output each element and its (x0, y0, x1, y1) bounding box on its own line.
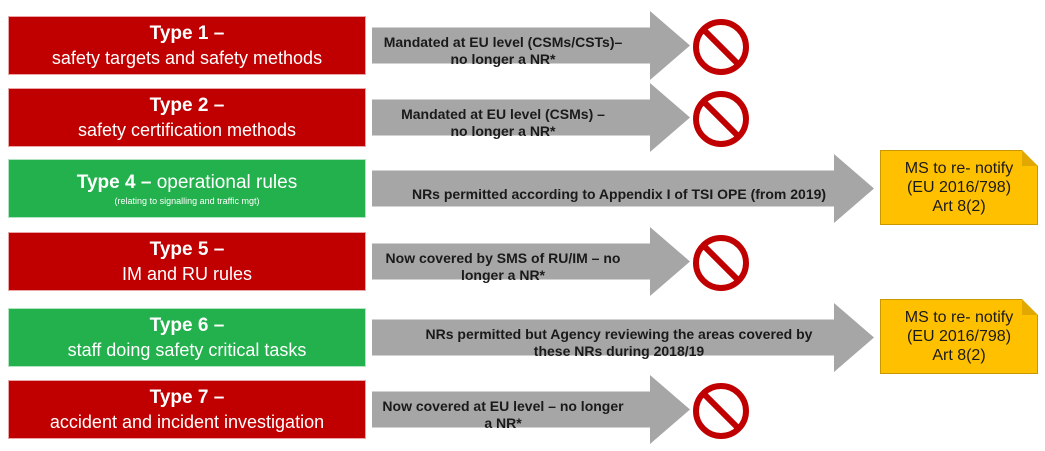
type-2-label: Type 2 (149, 94, 209, 116)
type-7-arrow-line-1: Now covered at EU level – no longer (382, 398, 624, 414)
note-line-1: MS to re- notify (904, 309, 1014, 326)
type-4-arrow-line-1: NRs permitted according to Appendix I of… (411, 185, 827, 202)
type-7-label: Type 7 (149, 386, 209, 408)
type-5-dash: – (208, 238, 225, 260)
type-2-description: safety certification methods (77, 119, 297, 140)
type-5-label: Type 5 (149, 238, 209, 260)
note-line-1: MS to re- notify (904, 160, 1014, 177)
type-4-box: Type 4 – operational rules (relating to … (8, 159, 366, 218)
type-5-arrow-text: Now covered by SMS of RU/IM – no longer … (376, 249, 630, 285)
type-5-box: Type 5 – IM and RU rules (8, 232, 366, 291)
type-4-note: (relating to signalling and traffic mgt) (114, 195, 260, 206)
type-4-renotify-note: MS to re- notify (EU 2016/798) Art 8(2) (880, 150, 1038, 225)
type-6-box: Type 6 – staff doing safety critical tas… (8, 308, 366, 367)
prohibited-icon (693, 235, 749, 291)
prohibited-icon (693, 91, 749, 147)
type-4-dash: – (135, 171, 152, 193)
type-5-arrow-line-1: Now covered by SMS of RU/IM – no (385, 250, 621, 266)
type-2-arrow-line-2: no longer a NR* (450, 123, 556, 139)
type-2-arrow-line-1: Mandated at EU level (CSMs) – (401, 106, 605, 122)
type-6-arrow-line-1: NRs permitted but Agency reviewing the a… (425, 326, 813, 342)
type-1-label: Type 1 (149, 22, 209, 44)
type-5-description: IM and RU rules (121, 263, 253, 284)
type-7-dash: – (208, 386, 225, 408)
type-1-description: safety targets and safety methods (51, 47, 323, 68)
type-6-description: staff doing safety critical tasks (67, 339, 307, 360)
type-4-description: operational rules (151, 171, 298, 193)
type-6-renotify-note: MS to re- notify (EU 2016/798) Art 8(2) (880, 299, 1038, 374)
type-1-box: Type 1 – safety targets and safety metho… (8, 16, 366, 75)
type-1-arrow-line-2: no longer a NR* (450, 51, 556, 67)
note-line-3: Art 8(2) (932, 347, 986, 364)
type-4-arrow-text: NRs permitted according to Appendix I of… (376, 176, 862, 212)
type-2-dash: – (208, 94, 225, 116)
type-4-label: Type 4 (76, 171, 136, 193)
prohibited-icon (693, 383, 749, 439)
type-6-label: Type 6 (149, 314, 209, 336)
note-line-2: (EU 2016/798) (906, 328, 1012, 345)
type-5-arrow-line-2: longer a NR* (460, 267, 545, 283)
type-7-box: Type 7 – accident and incident investiga… (8, 380, 366, 439)
type-6-arrow-line-2: these NRs during 2018/19 (533, 343, 705, 359)
prohibited-icon (693, 19, 749, 75)
type-7-arrow-line-2: a NR* (484, 415, 522, 431)
type-1-dash: – (208, 22, 225, 44)
note-fold (1022, 299, 1038, 315)
note-fold (1022, 150, 1038, 166)
type-1-arrow-text: Mandated at EU level (CSMs/CSTs)– no lon… (376, 33, 630, 69)
type-7-description: accident and incident investigation (49, 411, 325, 432)
type-2-box: Type 2 – safety certification methods (8, 88, 366, 147)
type-2-arrow-text: Mandated at EU level (CSMs) – no longer … (376, 105, 630, 141)
note-line-2: (EU 2016/798) (906, 179, 1012, 196)
type-6-arrow-text: NRs permitted but Agency reviewing the a… (376, 325, 862, 361)
note-line-3: Art 8(2) (932, 198, 986, 215)
type-6-dash: – (208, 314, 225, 336)
type-7-arrow-text: Now covered at EU level – no longer a NR… (376, 397, 630, 433)
type-1-arrow-line-1: Mandated at EU level (CSMs/CSTs)– (383, 34, 623, 50)
